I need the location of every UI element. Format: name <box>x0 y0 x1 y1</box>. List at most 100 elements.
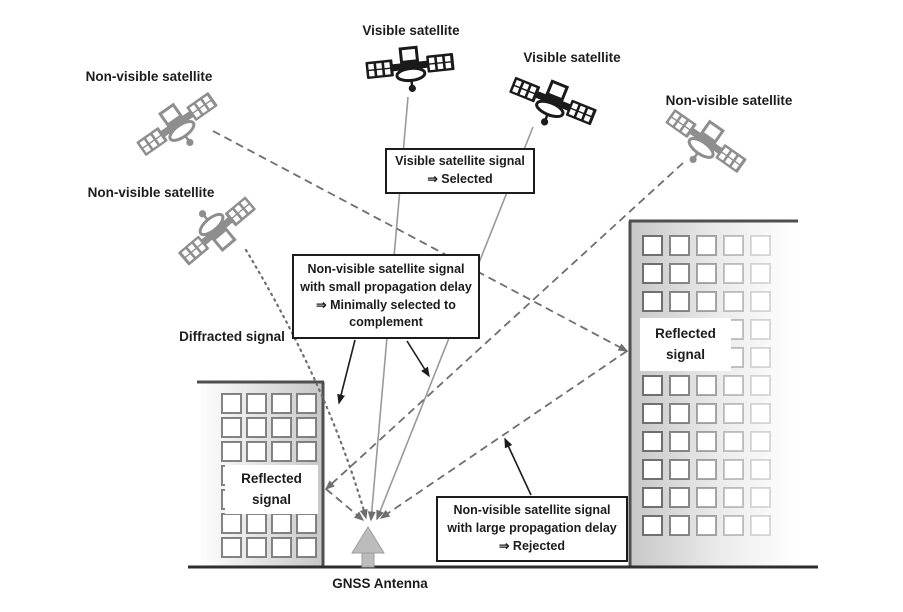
building-window <box>723 235 744 256</box>
building-window <box>750 487 771 508</box>
building-window <box>642 459 663 480</box>
nonvisible-satellite-topleft <box>129 82 230 173</box>
building-window <box>246 513 267 534</box>
building-window <box>271 417 292 438</box>
building-window <box>669 403 690 424</box>
building-window <box>750 235 771 256</box>
building-window <box>642 515 663 536</box>
small-delay-arrow-2 <box>406 340 430 378</box>
reflected-signal-left-line2: signal <box>251 491 291 507</box>
building-window <box>669 291 690 312</box>
visible-satellite-1 <box>362 41 458 99</box>
visible-satellite-right-label: Visible satellite <box>523 50 621 65</box>
building-window <box>296 393 317 414</box>
visible-signal-callout-line2: ⇒ Selected <box>427 172 493 186</box>
antenna-cone <box>351 526 385 554</box>
building-window <box>750 263 771 284</box>
building-window <box>296 417 317 438</box>
large-delay-callout-line3: ⇒ Rejected <box>498 538 566 553</box>
building-window <box>271 393 292 414</box>
small-delay-callout-line4: complement <box>349 315 423 330</box>
reflected-signal-right-line2: signal <box>665 346 705 362</box>
building-window <box>723 403 744 424</box>
building-window <box>296 537 317 558</box>
building-window <box>669 263 690 284</box>
building-window <box>271 537 292 558</box>
building-window <box>750 347 771 368</box>
building-window <box>750 403 771 424</box>
building-window <box>642 263 663 284</box>
building-window <box>296 513 317 534</box>
building-window <box>750 431 771 452</box>
small-delay-callout-line2: with small propagation delay <box>300 279 472 294</box>
building-window <box>221 441 242 462</box>
diffracted-signal-label: Diffracted signal <box>179 329 285 344</box>
reflected-signal-left-label: Reflected signal <box>225 465 318 514</box>
building-window <box>696 403 717 424</box>
visible-satellite-2 <box>500 66 603 144</box>
small-delay-arrow-1 <box>337 339 356 405</box>
building-window <box>696 291 717 312</box>
building-window <box>696 459 717 480</box>
building-window <box>696 487 717 508</box>
building-right <box>628 219 798 567</box>
building-window <box>246 417 267 438</box>
visible-signal-callout: Visible satellite signal ⇒ Selected <box>385 148 535 194</box>
small-delay-callout: Non-visible satellite signal with small … <box>292 254 480 339</box>
building-window <box>723 515 744 536</box>
reflected-left-outgoing <box>325 488 365 521</box>
building-window <box>669 431 690 452</box>
building-window <box>246 537 267 558</box>
building-window <box>696 431 717 452</box>
building-window <box>246 441 267 462</box>
reflected-right-outgoing <box>379 350 628 519</box>
building-window <box>723 263 744 284</box>
building-window <box>221 417 242 438</box>
building-window <box>723 431 744 452</box>
building-window <box>750 291 771 312</box>
building-window <box>696 515 717 536</box>
building-window <box>271 513 292 534</box>
building-window <box>669 515 690 536</box>
reflected-right-incoming <box>212 130 629 352</box>
reflected-signal-left-line1: Reflected <box>241 470 302 486</box>
building-window <box>696 235 717 256</box>
building-window <box>750 375 771 396</box>
building-window <box>669 375 690 396</box>
building-window <box>271 441 292 462</box>
building-window <box>750 515 771 536</box>
building-window <box>642 487 663 508</box>
building-window <box>642 375 663 396</box>
building-window <box>221 393 242 414</box>
diffracted-path <box>244 248 368 520</box>
reflected-signal-right-label: Reflected signal <box>640 318 731 371</box>
building-window <box>723 375 744 396</box>
small-delay-callout-line1: Non-visible satellite signal <box>307 262 465 276</box>
reflected-signal-right-line1: Reflected <box>655 325 716 341</box>
building-window <box>750 459 771 480</box>
building-window <box>669 235 690 256</box>
building-window <box>642 431 663 452</box>
building-window <box>296 441 317 462</box>
building-window <box>723 459 744 480</box>
building-window <box>642 235 663 256</box>
nonvisible-satellite-right-label: Non-visible satellite <box>665 93 793 108</box>
building-window <box>669 487 690 508</box>
reflected-left-incoming <box>324 162 684 491</box>
large-delay-arrow <box>504 437 532 496</box>
nonvisible-satellite-topleft-label: Non-visible satellite <box>85 69 213 84</box>
large-delay-callout: Non-visible satellite signal with large … <box>436 496 628 562</box>
building-window <box>723 487 744 508</box>
building-window <box>750 319 771 340</box>
gnss-antenna-label: GNSS Antenna <box>332 576 428 591</box>
large-delay-callout-line1: Non-visible satellite signal <box>453 503 611 518</box>
building-window <box>696 263 717 284</box>
building-window <box>669 459 690 480</box>
visible-satellite-top-label: Visible satellite <box>362 23 460 38</box>
gnss-antenna <box>351 526 385 568</box>
building-window <box>723 291 744 312</box>
building-window <box>246 393 267 414</box>
nonvisible-satellite-left-label: Non-visible satellite <box>87 185 215 200</box>
building-window <box>221 537 242 558</box>
large-delay-callout-line2: with large propagation delay <box>447 521 617 536</box>
